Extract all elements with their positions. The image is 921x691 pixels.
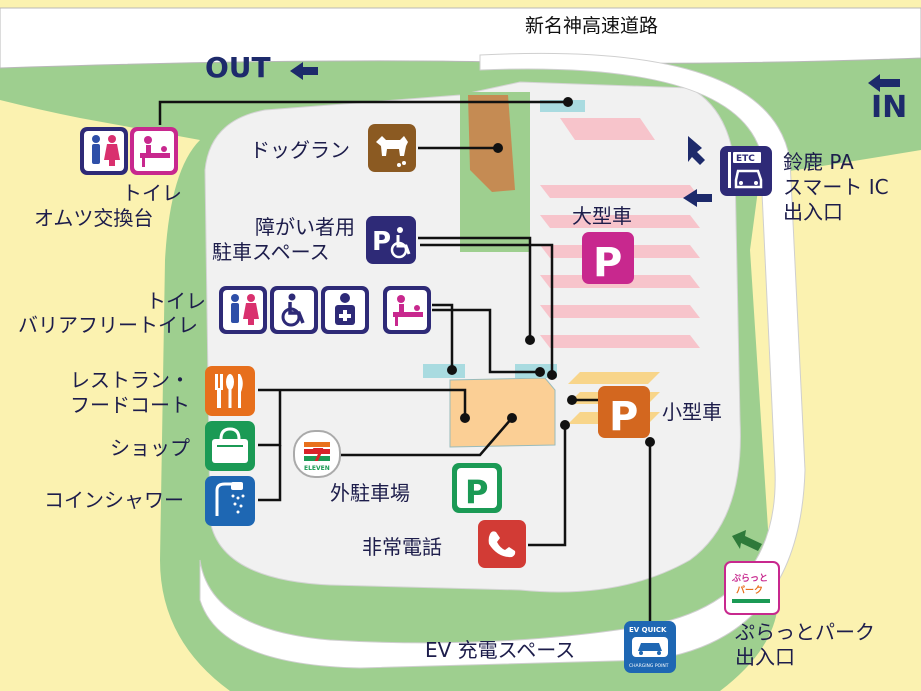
smart-ic-label-3: 出入口	[783, 200, 843, 224]
leader-dots	[447, 97, 655, 447]
pura-logo-text-1: ぷらっと	[731, 573, 768, 584]
toilet-label: トイレ	[122, 181, 182, 205]
coin-shower-icon	[205, 476, 255, 526]
large-vehicle-parking-icon: P	[582, 232, 634, 284]
toilet-icon	[80, 127, 128, 175]
diaper-change-icon	[130, 127, 178, 175]
wheelchair-icon	[270, 286, 318, 334]
arrow-etc-upper	[688, 136, 705, 165]
arrow-etc-lower	[683, 189, 712, 207]
diaper-label: オムツ交換台	[34, 206, 154, 230]
small-parking-letter: P	[609, 394, 638, 438]
smart-ic-label-2: スマート IC	[783, 175, 889, 199]
large-parking-letter: P	[593, 240, 622, 284]
dog-run-label: ドッグラン	[250, 138, 350, 162]
etc-icon: ETC	[720, 146, 772, 196]
main-building	[449, 377, 556, 448]
ev-quick-text: EV QUICK	[629, 626, 667, 634]
seven-mark: 7	[312, 445, 325, 466]
field-left	[0, 100, 230, 691]
arrow-in	[868, 74, 900, 92]
coin-shower-label: コインシャワー	[44, 488, 184, 512]
toilet-building-a	[423, 364, 465, 378]
barrier-free-label-2: バリアフリートイレ	[18, 313, 198, 337]
large-vehicle-label: 大型車	[572, 204, 632, 228]
restaurant-label-2: フードコート	[70, 393, 190, 417]
outdoor-parking-label: 外駐車場	[330, 481, 410, 505]
emergency-phone-label: 非常電話	[362, 535, 442, 559]
in-label: IN	[871, 90, 908, 125]
toilet-icon-2	[219, 286, 267, 334]
disabled-parking-letter: P	[372, 227, 391, 257]
outdoor-parking-icon: P	[452, 463, 502, 513]
pura-park-label-1: ぷらっとパーク	[735, 620, 875, 644]
dog-run-area	[468, 95, 515, 192]
disabled-parking-label-2: 駐車スペース	[212, 240, 330, 264]
ostomate-icon	[321, 286, 369, 334]
out-label: OUT	[205, 51, 271, 84]
emergency-phone-icon	[478, 520, 526, 568]
dog-run-icon	[368, 124, 416, 172]
disabled-parking-icon: P	[366, 216, 416, 264]
pura-park-label-2: 出入口	[735, 645, 795, 669]
restaurant-icon	[205, 366, 255, 416]
diaper-change-icon-2	[383, 286, 431, 334]
pura-park-icon: ぷらっとパーク	[724, 561, 780, 615]
small-vehicle-parking-icon: P	[598, 386, 650, 438]
outdoor-parking-letter: P	[465, 473, 488, 511]
ev-charging-label: EV 充電スペース	[425, 638, 576, 662]
barrier-free-label-1: トイレ	[146, 289, 206, 313]
small-vehicle-label: 小型車	[662, 400, 722, 424]
disabled-parking-label-1: 障がい者用	[255, 215, 355, 239]
arrow-out	[290, 62, 318, 80]
etc-text: ETC	[736, 154, 755, 164]
shop-label: ショップ	[110, 436, 190, 460]
smart-ic-label-1: 鈴鹿 PA	[783, 150, 854, 174]
restaurant-label-1: レストラン・	[70, 368, 190, 392]
shop-icon	[205, 421, 255, 471]
eleven-word: ELEVEN	[304, 465, 330, 472]
pura-logo-text-2: パーク	[736, 584, 763, 596]
arrow-pura	[732, 530, 762, 551]
charging-point-text: CHARGING POINT	[629, 663, 669, 669]
ev-charging-icon: EV QUICK CHARGING POINT	[624, 621, 676, 673]
highway-label: 新名神高速道路	[525, 15, 659, 37]
highway-road	[0, 7, 921, 69]
